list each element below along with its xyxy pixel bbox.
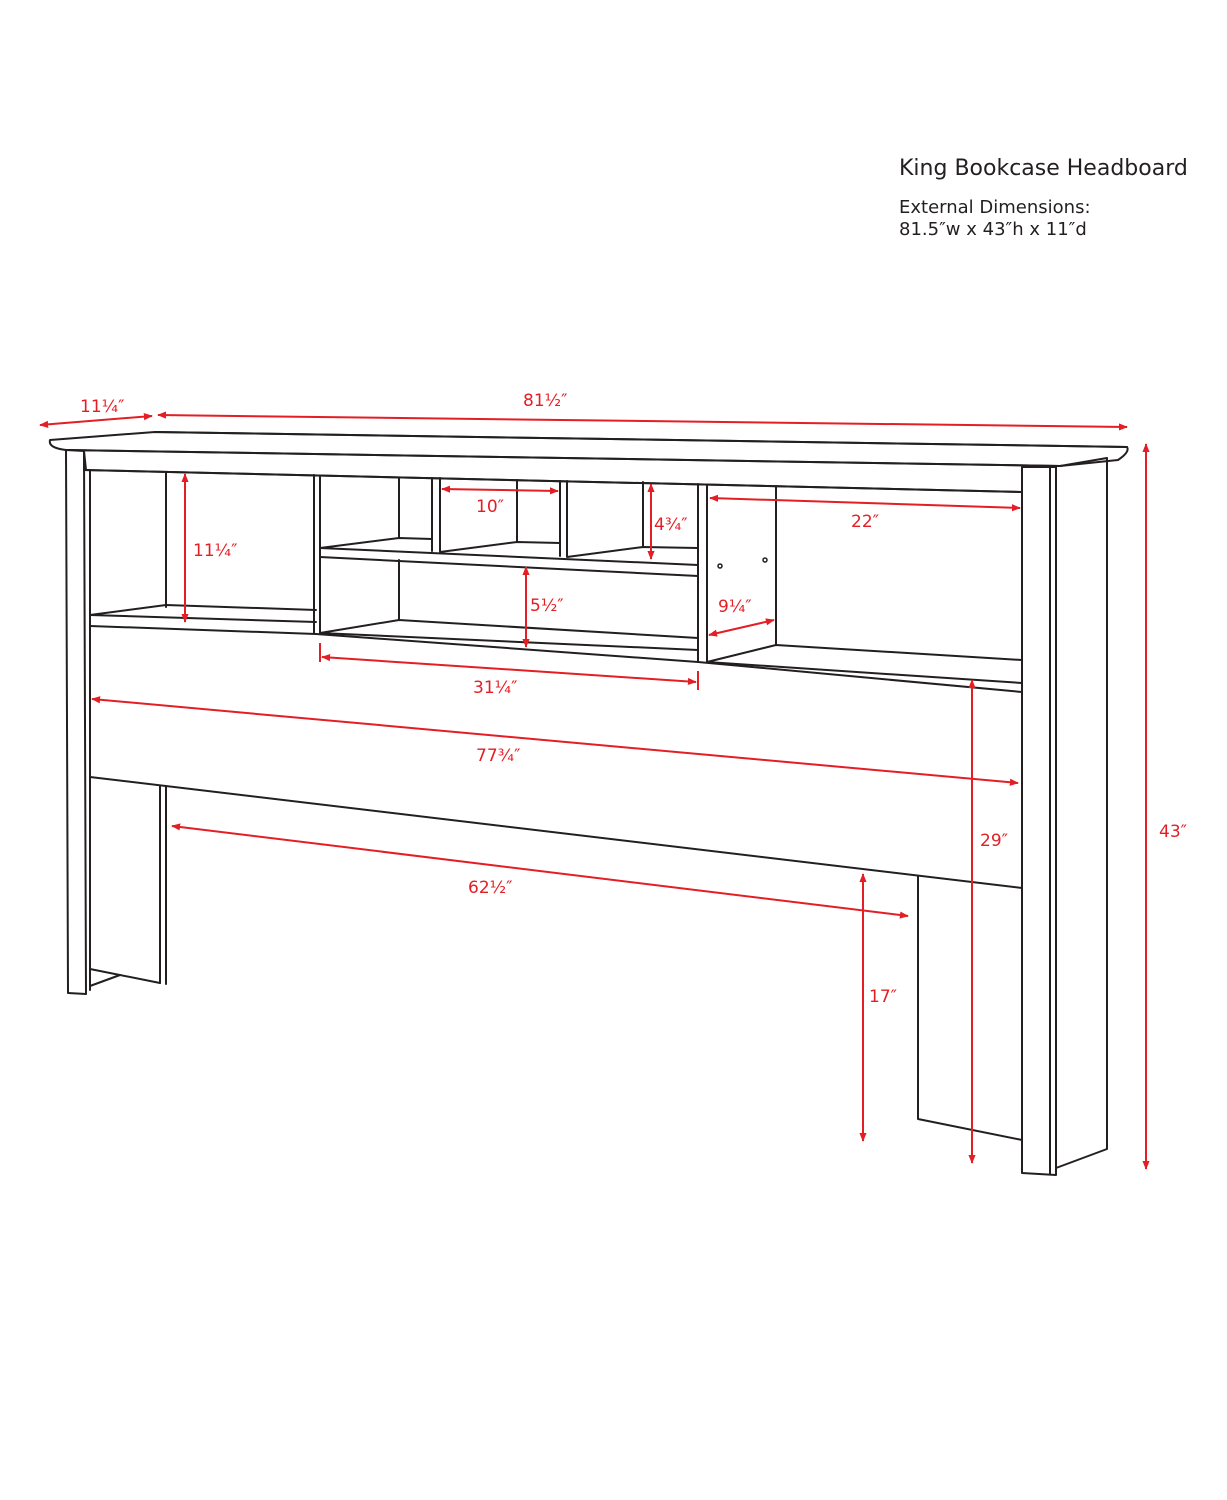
svg-text:77¾″: 77¾″ — [476, 746, 520, 766]
svg-text:5½″: 5½″ — [530, 596, 564, 616]
dimensions-label: External Dimensions: — [899, 197, 1091, 218]
title-block: King Bookcase Headboard External Dimensi… — [899, 154, 1188, 241]
svg-text:29″: 29″ — [980, 831, 1008, 851]
svg-text:11¼″: 11¼″ — [80, 397, 124, 417]
dimension-small-cubby-height: 4¾″ — [647, 483, 688, 560]
svg-text:17″: 17″ — [869, 987, 897, 1007]
svg-text:31¼″: 31¼″ — [473, 678, 517, 698]
svg-text:22″: 22″ — [851, 512, 879, 532]
dimension-leg-span: 62½″ — [171, 823, 909, 919]
dimension-middle-shelf-height: 5½″ — [522, 566, 564, 648]
dimension-small-cubby-width: 10″ — [441, 485, 559, 517]
svg-text:43″: 43″ — [1159, 822, 1187, 842]
dimension-depth-top: 11¼″ — [39, 397, 153, 428]
dimension-right-cubby-width: 22″ — [709, 494, 1021, 532]
dimension-leg-clearance: 17″ — [859, 873, 897, 1142]
svg-text:81½″: 81½″ — [523, 391, 567, 411]
dimension-divider-depth: 9¼″ — [708, 597, 775, 637]
dimension-overall-height: 43″ — [1142, 443, 1187, 1170]
svg-text:62½″: 62½″ — [468, 878, 512, 898]
dimension-inner-width: 77¾″ — [91, 696, 1019, 786]
dimension-floor-to-shelf: 29″ — [968, 679, 1008, 1164]
dimension-overall-width: 81½″ — [157, 391, 1128, 431]
svg-text:9¼″: 9¼″ — [718, 597, 752, 617]
svg-text:11¼″: 11¼″ — [193, 541, 237, 561]
svg-text:4¾″: 4¾″ — [654, 515, 688, 535]
dimension-center-section-width: 31¼″ — [319, 643, 699, 698]
headboard-outline — [48, 431, 1129, 1176]
dimensions-value: 81.5″w x 43″h x 11″d — [899, 219, 1087, 240]
svg-text:10″: 10″ — [476, 497, 504, 517]
dimension-left-cubby-height: 11¼″ — [181, 473, 237, 623]
product-title: King Bookcase Headboard — [899, 156, 1188, 181]
